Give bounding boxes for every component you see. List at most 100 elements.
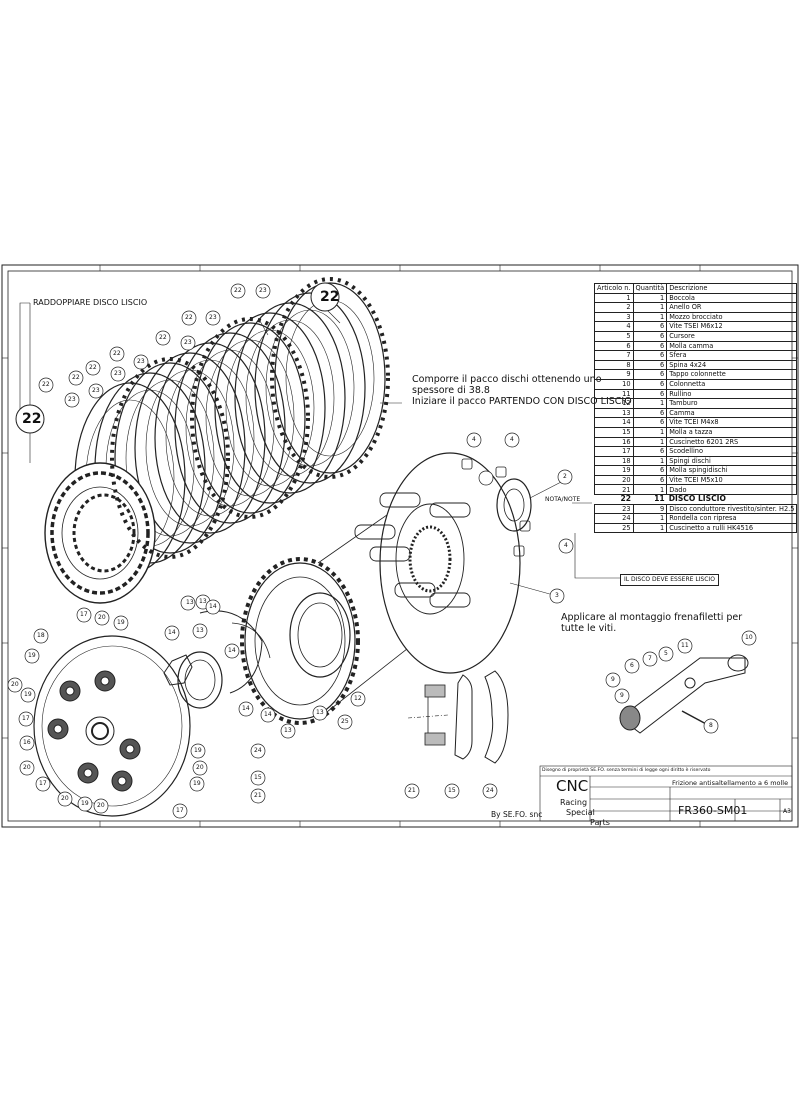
bom-num: 19 bbox=[594, 465, 634, 476]
bom-num: 20 bbox=[594, 474, 634, 486]
title-block-grid bbox=[539, 765, 793, 822]
bom-num: 2 bbox=[594, 302, 634, 313]
bom-num: 17 bbox=[594, 446, 634, 457]
callout-23: 23 bbox=[137, 358, 145, 365]
callout-12: 12 bbox=[354, 695, 362, 702]
callout-23: 23 bbox=[92, 387, 100, 394]
callout-13: 13 bbox=[199, 598, 207, 605]
callout-14: 14 bbox=[228, 647, 236, 654]
bom-num: 8 bbox=[594, 359, 634, 371]
bom-header-num: Articolo n. bbox=[594, 283, 634, 294]
pressure-plate bbox=[33, 635, 191, 817]
ring-and-screws bbox=[461, 458, 532, 557]
bom-desc: Camma bbox=[666, 407, 798, 419]
bom-num: 10 bbox=[594, 378, 634, 390]
bom-desc: DISCO LISCIO bbox=[668, 494, 726, 504]
callout-15: 15 bbox=[254, 774, 262, 781]
bom-desc: Molla spingidischi bbox=[666, 465, 798, 476]
note-threadlock-line1: Applicare al montaggio frenafiletti per bbox=[561, 612, 743, 623]
bom-qty: 6 bbox=[632, 330, 668, 342]
callout-23: 23 bbox=[114, 370, 122, 377]
bom-desc: Vite TSEI M6x12 bbox=[666, 321, 798, 332]
bom-qty: 1 bbox=[632, 513, 668, 524]
bom-num: 9 bbox=[594, 369, 634, 380]
callout-10: 10 bbox=[745, 634, 753, 641]
callout-4: 4 bbox=[472, 436, 476, 443]
bom-qty: 1 bbox=[632, 311, 668, 323]
bom-header-desc: Descrizione bbox=[666, 283, 798, 294]
callout-19: 19 bbox=[194, 747, 202, 754]
note-double-smooth-disc: RADDOPPIARE DISCO LISCIO bbox=[33, 298, 148, 307]
callout-7: 7 bbox=[648, 655, 652, 662]
callout-9: 9 bbox=[620, 692, 624, 699]
bom-num: 21 bbox=[594, 484, 634, 496]
bom-desc: Tappo colonnette bbox=[666, 369, 798, 380]
bom-desc: Spingi dischi bbox=[666, 455, 798, 467]
bom-desc: Mozzo brocciato bbox=[666, 311, 798, 323]
callout-14: 14 bbox=[242, 705, 250, 712]
callout-13: 13 bbox=[186, 599, 194, 606]
callout-11: 11 bbox=[681, 642, 689, 649]
note-nota-note: NOTA/NOTE bbox=[545, 496, 581, 503]
bom-qty: 6 bbox=[632, 350, 668, 361]
bom-qty: 6 bbox=[632, 407, 668, 419]
callout-22: 22 bbox=[234, 287, 242, 294]
bom-desc: Molla a tazza bbox=[666, 426, 798, 438]
callout-22-top: 22 bbox=[320, 289, 340, 305]
note-must-be-smooth: IL DISCO DEVE ESSERE LISCIO bbox=[620, 574, 719, 586]
note-threadlock-line2: tutte le viti. bbox=[561, 623, 617, 634]
callout-14: 14 bbox=[209, 603, 217, 610]
callout-22: 22 bbox=[185, 314, 193, 321]
technical-drawing bbox=[1, 264, 799, 828]
bom-num: 4 bbox=[594, 321, 634, 332]
callout-20: 20 bbox=[196, 764, 204, 771]
callout-14: 14 bbox=[264, 711, 272, 718]
bom-qty: 1 bbox=[632, 292, 668, 304]
bom-desc: Colonnetta bbox=[666, 378, 798, 390]
bom-desc: Sfera bbox=[666, 350, 798, 361]
bom-header-row: Articolo n. Quantità Descrizione bbox=[594, 283, 798, 294]
callout-25: 25 bbox=[341, 718, 349, 725]
bom-qty: 9 bbox=[632, 503, 668, 515]
callout-19: 19 bbox=[117, 619, 125, 626]
bom-qty: 6 bbox=[632, 369, 668, 380]
callout-23: 23 bbox=[209, 314, 217, 321]
bom-qty: 1 bbox=[632, 455, 668, 467]
bom-qty: 6 bbox=[632, 340, 668, 352]
callout-22: 22 bbox=[89, 364, 97, 371]
washer-nut-cams bbox=[163, 610, 271, 709]
bom-qty: 1 bbox=[632, 426, 668, 438]
bom-num: 24 bbox=[594, 513, 634, 524]
note-pack-line1: Comporre il pacco dischi ottenendo uno bbox=[412, 374, 602, 385]
cam-pin-assembly bbox=[619, 654, 749, 734]
note-by: By SE.FO. snc bbox=[491, 810, 543, 819]
callout-22: 22 bbox=[72, 374, 80, 381]
callout-20: 20 bbox=[98, 614, 106, 621]
callout-17: 17 bbox=[80, 611, 88, 618]
bom-desc: Vite TCEI M5x10 bbox=[666, 474, 798, 486]
callout-21: 21 bbox=[254, 792, 262, 799]
callout-22: 22 bbox=[159, 334, 167, 341]
bom-qty: 1 bbox=[632, 436, 668, 448]
drawing-number: FR360-SM01 bbox=[678, 804, 748, 817]
section-details bbox=[407, 670, 509, 764]
callout-16: 16 bbox=[23, 739, 31, 746]
disc-teeth bbox=[110, 277, 390, 559]
bom-qty: 6 bbox=[632, 359, 668, 371]
bom-num: 11 bbox=[594, 388, 634, 400]
disc-stack bbox=[44, 282, 386, 604]
callout-19: 19 bbox=[193, 780, 201, 787]
